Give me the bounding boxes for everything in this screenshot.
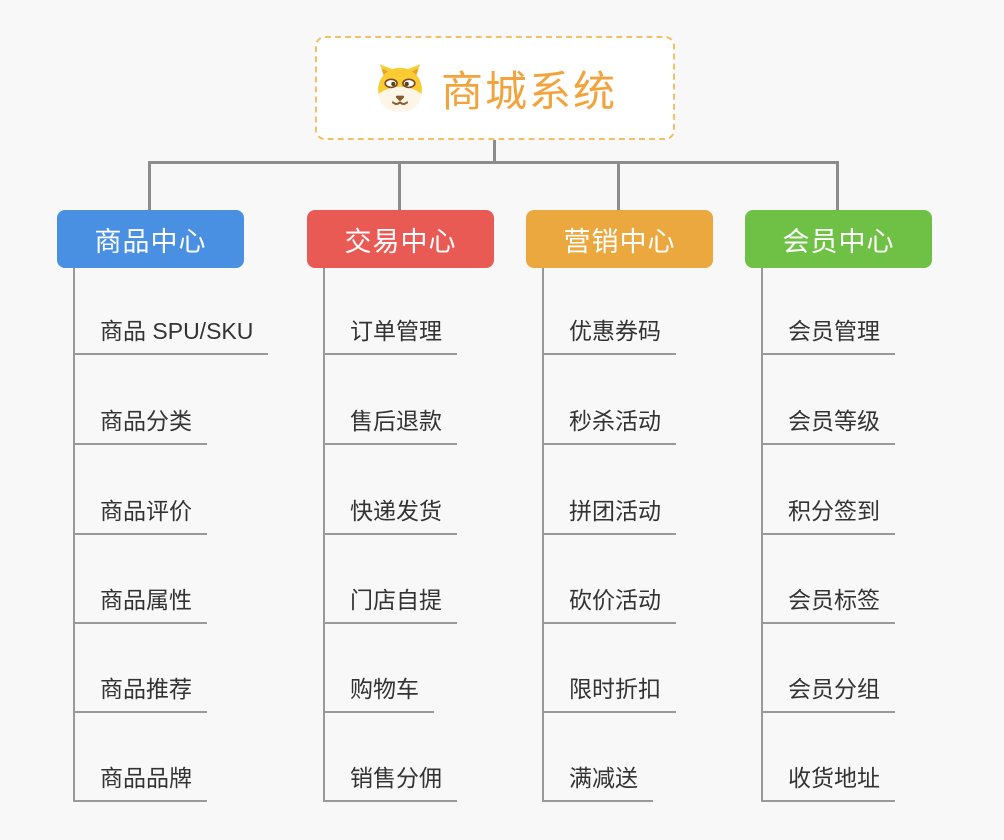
root-title: 商城系统 [440,67,617,115]
connector-stub-marketing [617,161,620,210]
connector-column-products [73,268,75,802]
connector-column-marketing [542,268,544,802]
leaf-node[interactable]: 会员标签 [761,583,895,624]
connector-bus [149,161,839,164]
connector-stub-trade [398,161,401,210]
leaf-node[interactable]: 拼团活动 [542,494,676,535]
branch-header-products[interactable]: 商品中心 [57,210,244,268]
leaf-node[interactable]: 会员等级 [761,404,895,445]
connector-stub-products [148,161,151,210]
branch-header-members[interactable]: 会员中心 [745,210,932,268]
leaf-node[interactable]: 商品评价 [73,494,207,535]
leaf-node[interactable]: 门店自提 [323,583,457,624]
connector-column-trade [323,268,325,802]
leaf-node[interactable]: 商品品牌 [73,761,207,802]
leaf-node[interactable]: 快递发货 [323,494,457,535]
leaf-node[interactable]: 会员管理 [761,314,895,355]
leaf-node[interactable]: 会员分组 [761,672,895,713]
leaf-node[interactable]: 订单管理 [323,314,457,355]
leaf-node[interactable]: 商品推荐 [73,672,207,713]
leaf-node[interactable]: 商品属性 [73,583,207,624]
leaf-node[interactable]: 商品分类 [73,404,207,445]
connector-column-members [761,268,763,802]
leaf-node[interactable]: 秒杀活动 [542,404,676,445]
branch-header-trade[interactable]: 交易中心 [307,210,494,268]
leaf-node[interactable]: 收货地址 [761,761,895,802]
leaf-node[interactable]: 满减送 [542,761,653,802]
leaf-node[interactable]: 销售分佣 [323,761,457,802]
leaf-node[interactable]: 限时折扣 [542,672,676,713]
connector-stub-members [836,161,839,210]
leaf-node[interactable]: 购物车 [323,672,434,713]
leaf-node[interactable]: 优惠券码 [542,314,676,355]
branch-header-marketing[interactable]: 营销中心 [526,210,713,268]
root-node[interactable]: 商城系统 [315,36,675,140]
dog-logo-icon [373,61,427,115]
leaf-node[interactable]: 砍价活动 [542,583,676,624]
leaf-node[interactable]: 积分签到 [761,494,895,535]
connector-root-stub [493,140,496,162]
leaf-node[interactable]: 售后退款 [323,404,457,445]
leaf-node[interactable]: 商品 SPU/SKU [73,314,269,355]
